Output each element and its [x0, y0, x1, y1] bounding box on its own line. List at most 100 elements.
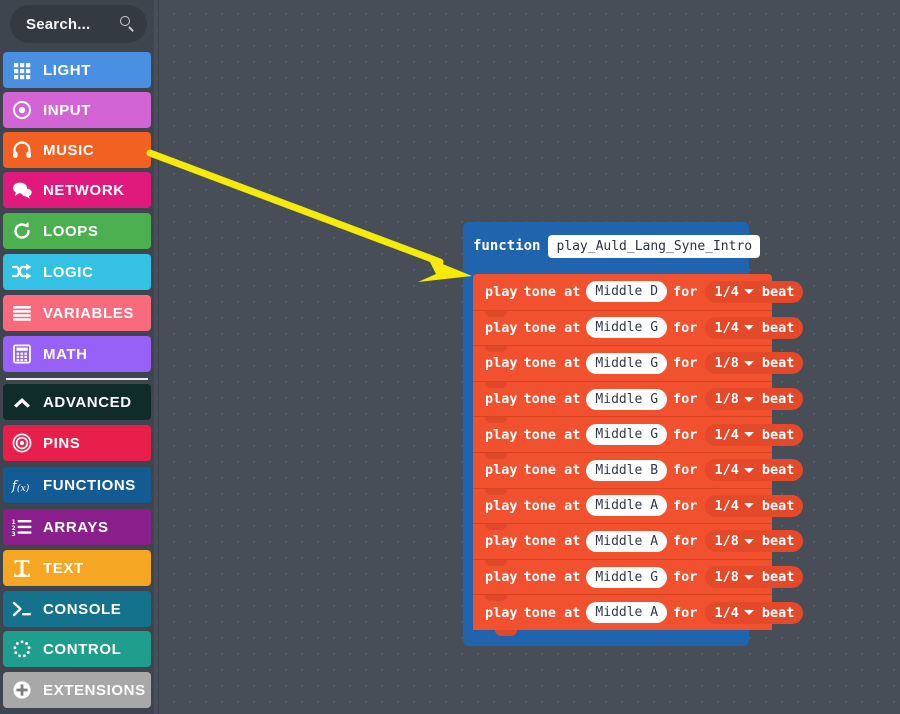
chevron-down-icon[interactable] — [743, 360, 754, 366]
block-noun: tone at — [523, 604, 581, 621]
chevron-down-icon[interactable] — [743, 432, 754, 438]
note-dropdown[interactable]: Middle B — [586, 459, 668, 481]
toolbox-category-light[interactable]: LIGHT — [3, 52, 151, 88]
stack-bottom-notch — [495, 629, 517, 636]
toolbox-category-console[interactable]: CONSOLE — [3, 591, 151, 627]
svg-text:2: 2 — [12, 525, 16, 532]
duration-dropdown[interactable]: 1/8 beat — [705, 566, 804, 589]
toolbox-category-functions[interactable]: f(x)FUNCTIONS — [3, 467, 151, 503]
block-verb: play — [485, 497, 518, 514]
block-noun: tone at — [523, 283, 581, 300]
block-verb: play — [485, 533, 518, 550]
note-dropdown[interactable]: Middle A — [586, 530, 668, 552]
duration-value: 1/8 — [714, 391, 739, 408]
toolbox-category-input[interactable]: INPUT — [3, 92, 151, 128]
block-verb: play — [485, 355, 518, 372]
block-verb: play — [485, 391, 518, 408]
function-name-field[interactable]: play_Auld_Lang_Syne_Intro — [548, 234, 761, 258]
toolbox-category-variables[interactable]: VARIABLES — [3, 295, 151, 331]
toolbox-category-label: ARRAYS — [43, 518, 109, 536]
chevron-down-icon[interactable] — [743, 610, 754, 616]
duration-value: 1/4 — [714, 426, 739, 443]
search-placeholder: Search... — [26, 15, 91, 33]
duration-value: 1/8 — [714, 355, 739, 372]
note-dropdown[interactable]: Middle G — [586, 424, 668, 446]
toolbox-category-math[interactable]: MATH — [3, 336, 151, 372]
duration-unit: beat — [761, 569, 795, 586]
block-verb: play — [485, 319, 518, 336]
toolbox-category-control[interactable]: CONTROL — [3, 631, 151, 667]
note-dropdown[interactable]: Middle G — [586, 388, 668, 410]
toolbox-category-label: VARIABLES — [43, 304, 134, 322]
toolbox-category-loops[interactable]: LOOPS — [3, 213, 151, 249]
block-verb: play — [485, 462, 518, 479]
note-dropdown[interactable]: Middle A — [586, 495, 668, 517]
toolbox-category-advanced[interactable]: ADVANCED — [3, 384, 151, 420]
block-notch — [485, 417, 507, 424]
shuffle-icon — [11, 261, 33, 283]
speech-bubbles-icon — [11, 179, 33, 201]
toolbox-category-logic[interactable]: LOGIC — [3, 254, 151, 290]
note-dropdown[interactable]: Middle D — [586, 281, 668, 303]
block-noun: tone at — [523, 355, 581, 372]
toolbox-category-pins[interactable]: PINS — [3, 425, 151, 461]
headphones-icon — [11, 139, 33, 161]
duration-value: 1/4 — [714, 497, 739, 514]
note-dropdown[interactable]: Middle G — [586, 352, 668, 374]
toolbox-category-label: CONSOLE — [43, 600, 122, 618]
note-dropdown[interactable]: Middle G — [586, 317, 668, 339]
chevron-down-icon[interactable] — [743, 396, 754, 402]
block-for-label: for — [673, 355, 698, 372]
block-for-label: for — [673, 569, 698, 586]
toolbox-category-label: MATH — [43, 345, 88, 363]
chevron-down-icon[interactable] — [743, 467, 754, 473]
chevron-down-icon[interactable] — [743, 503, 754, 509]
search-icon[interactable] — [119, 16, 135, 32]
chevron-down-icon[interactable] — [743, 289, 754, 295]
chevron-down-icon[interactable] — [743, 538, 754, 544]
toolbox-category-music[interactable]: MUSIC — [3, 132, 151, 168]
refresh-icon — [11, 220, 33, 242]
duration-value: 1/8 — [714, 569, 739, 586]
toolbox-category-extensions[interactable]: EXTENSIONS — [3, 672, 151, 708]
block-notch — [485, 346, 507, 353]
toolbox-category-text[interactable]: TEXT — [3, 550, 151, 586]
search-input[interactable]: Search... — [10, 5, 147, 43]
note-dropdown[interactable]: Middle G — [586, 566, 668, 588]
toolbox-category-label: LOOPS — [43, 222, 99, 240]
function-keyword: function — [473, 238, 541, 254]
chevron-down-icon[interactable] — [743, 325, 754, 331]
toolbox-category-network[interactable]: NETWORK — [3, 172, 151, 208]
block-for-label: for — [673, 462, 698, 479]
function-block-header[interactable]: function play_Auld_Lang_Syne_Intro — [463, 222, 761, 270]
duration-value: 1/4 — [714, 319, 739, 336]
note-dropdown[interactable]: Middle A — [586, 602, 668, 624]
block-for-label: for — [673, 426, 698, 443]
duration-unit: beat — [761, 533, 795, 550]
block-for-label: for — [673, 533, 698, 550]
chevron-down-icon[interactable] — [743, 574, 754, 580]
toolbox-sidebar[interactable]: Search... LIGHT INPUT MUSIC NETWORK LOOPS LOG… — [0, 0, 154, 714]
block-noun: tone at — [523, 462, 581, 479]
